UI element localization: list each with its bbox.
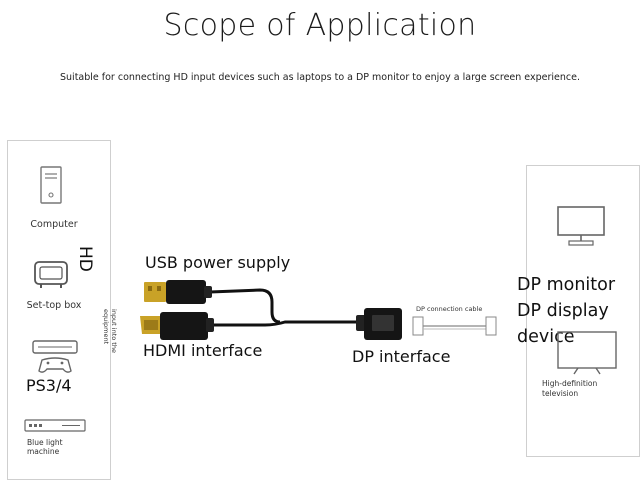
dp-display-panel xyxy=(526,165,640,457)
usb-plug-icon xyxy=(144,280,212,304)
device-label-ps34: PS3/4 xyxy=(26,376,72,395)
set-top-box-icon xyxy=(34,261,68,288)
page-title: Scope of Application xyxy=(163,8,477,43)
dp-monitor-label: DP monitor DP display device xyxy=(517,272,639,350)
monitor-icon xyxy=(557,206,605,246)
tv-label: High-definition television xyxy=(542,379,598,398)
adapter-cable-diagram xyxy=(140,280,497,340)
computer-tower-icon xyxy=(40,166,62,204)
dp-connector-icon xyxy=(356,308,402,340)
television-icon xyxy=(557,331,617,375)
dp-monitor-line-2: DP display xyxy=(517,301,609,321)
dp-cable-sketch-icon xyxy=(412,316,497,336)
device-label-blu-ray: Blue light machine xyxy=(27,438,63,456)
device-label-set-top-box: Set-top box xyxy=(26,300,82,311)
hdmi-plug-icon xyxy=(140,312,214,340)
hdmi-interface-label: HDMI interface xyxy=(143,341,263,360)
dp-interface-label: DP interface xyxy=(352,347,451,366)
dp-monitor-line-1: DP monitor xyxy=(517,275,616,295)
hd-label: HD xyxy=(75,246,95,272)
game-console-icon xyxy=(32,340,78,373)
input-side-label: input into the equipment xyxy=(102,309,118,353)
usb-power-label: USB power supply xyxy=(145,253,291,272)
device-label-computer: Computer xyxy=(30,219,78,230)
dp-cable-label: DP connection cable xyxy=(416,305,483,313)
source-devices-panel xyxy=(7,140,111,480)
bluray-player-icon xyxy=(24,419,86,432)
page-subtitle: Suitable for connecting HD input devices… xyxy=(60,72,580,83)
